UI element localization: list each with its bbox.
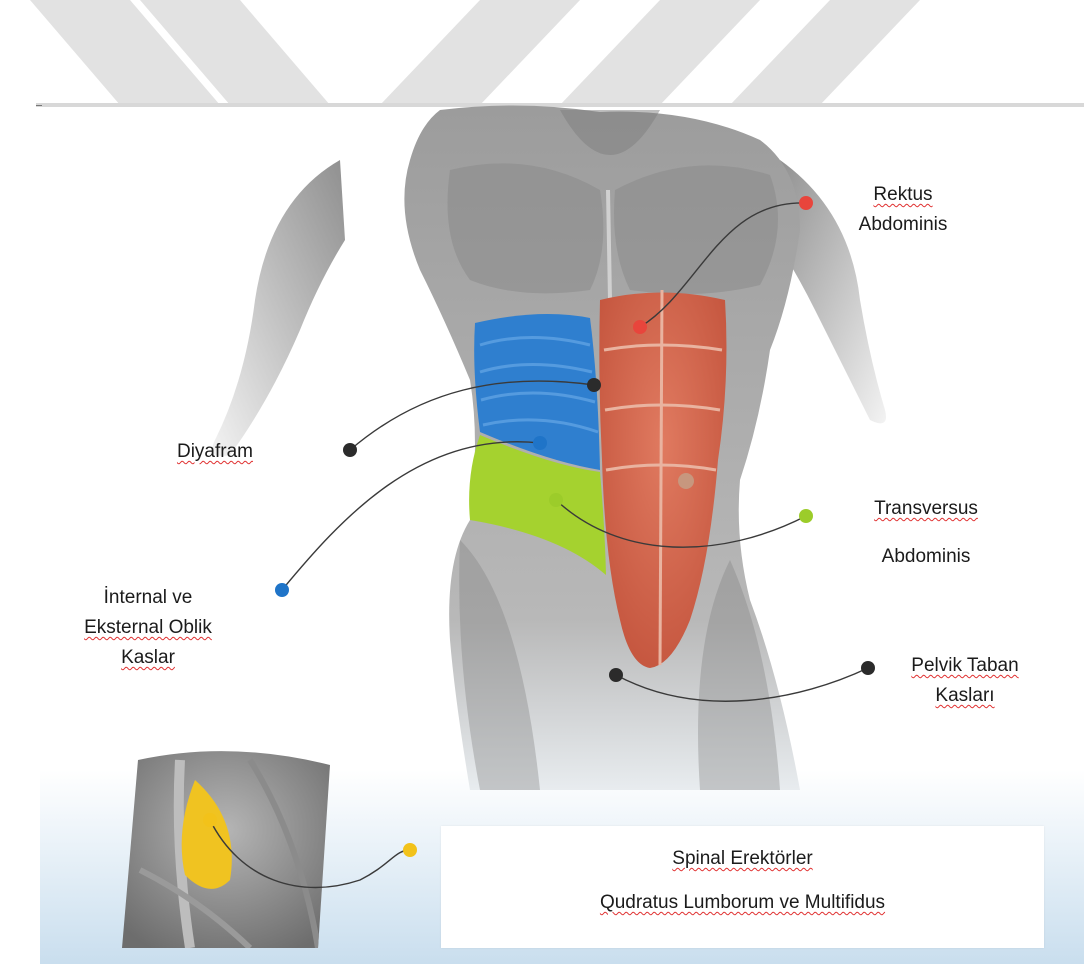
dot-spinal-start [203, 813, 217, 827]
back-view-inset [122, 751, 330, 948]
label-transversus: Transversus Abdominis [866, 494, 986, 572]
dot-diyafram-end [343, 443, 357, 457]
dot-transversus-start [549, 493, 563, 507]
dot-spinal-end [403, 843, 417, 857]
spinal-line-2: Qudratus Lumborum ve Multifidus [441, 888, 1044, 918]
label-rektus: Rektus Abdominis [853, 180, 953, 240]
spinal-line-1: Spinal Erektörler [441, 844, 1044, 874]
label-oblik: İnternal ve Eksternal Oblik Kaslar [58, 583, 238, 673]
navel [678, 473, 694, 489]
dot-pelvik-start [609, 668, 623, 682]
dot-rektus-start [633, 320, 647, 334]
dot-oblik-start [533, 436, 547, 450]
spinal-label-box: Spinal Erektörler Qudratus Lumborum ve M… [441, 826, 1044, 948]
watermark-stripes [30, 0, 1084, 107]
label-pelvik: Pelvik Taban Kasları [900, 651, 1030, 711]
dot-pelvik-end [861, 661, 875, 675]
dot-transversus-end [799, 509, 813, 523]
label-diyafram: Diyafram [160, 437, 270, 467]
dot-diyafram-start [587, 378, 601, 392]
dot-rektus-end [799, 196, 813, 210]
dot-oblik-end [275, 583, 289, 597]
